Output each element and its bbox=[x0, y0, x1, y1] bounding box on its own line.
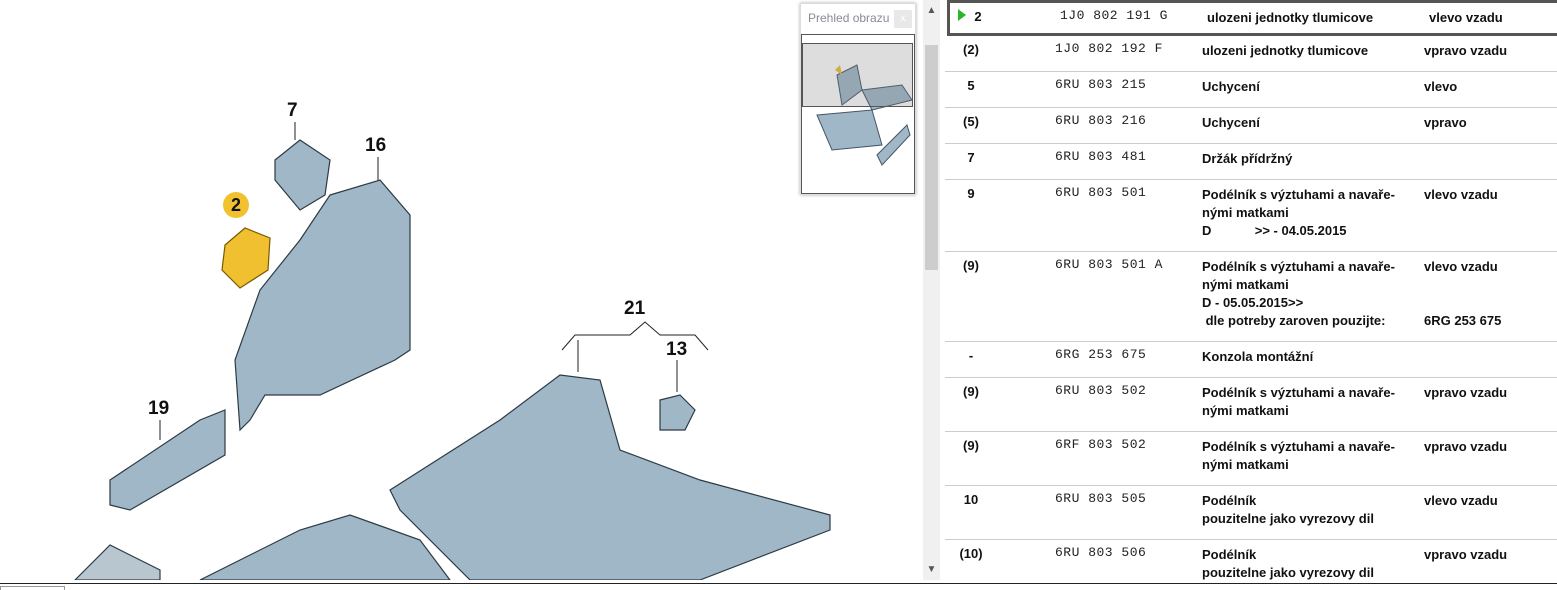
cell-desc: ulozeni jednotky tlumicove bbox=[1207, 10, 1374, 25]
cell-pos: 2 bbox=[974, 9, 982, 24]
exploded-view-drawing bbox=[74, 122, 831, 580]
cell-pn: 1J0 802 192 F bbox=[1055, 41, 1163, 56]
cell-pn: 6RU 803 481 bbox=[1055, 149, 1147, 164]
cell-note: vlevo vzadu bbox=[1424, 187, 1498, 202]
overview-viewport[interactable] bbox=[802, 43, 913, 107]
cell-pn: 6RU 803 506 bbox=[1055, 545, 1147, 560]
cell-pos: 10 bbox=[963, 492, 979, 507]
cell-pos: (9) bbox=[963, 384, 979, 399]
cell-pn: 6RU 803 215 bbox=[1055, 77, 1147, 92]
cell-pos: (9) bbox=[963, 438, 979, 453]
table-row[interactable]: 7 6RU 803 481 Držák přídržný bbox=[945, 144, 1557, 180]
cell-pn: 6RU 803 505 bbox=[1055, 491, 1147, 506]
cell-desc: Držák přídržný bbox=[1202, 151, 1293, 166]
cell-pn: 6RU 803 501 A bbox=[1055, 257, 1163, 272]
table-row[interactable]: (9) 6RF 803 502 Podélník s výztuhami a nav… bbox=[945, 432, 1557, 486]
table-row[interactable]: (9) 6RU 803 502 Podélník s výztuhami a nav… bbox=[945, 378, 1557, 432]
cell-note: vlevo vzadu bbox=[1424, 493, 1498, 508]
cell-desc: Podélník s výztuhami a navaře- nými matk… bbox=[1202, 187, 1395, 238]
cell-pos: - bbox=[968, 348, 974, 363]
overview-thumbnail[interactable] bbox=[801, 34, 915, 194]
table-row[interactable]: (9) 6RU 803 501 A Podélník s výztuhami a n… bbox=[945, 252, 1557, 342]
cell-desc: Podélník s výztuhami a navaře- nými matk… bbox=[1202, 439, 1395, 472]
cell-desc: Konzola montážní bbox=[1202, 349, 1314, 364]
cell-desc: Podélník s výztuhami a navaře- nými matk… bbox=[1202, 385, 1395, 418]
table-row[interactable]: (5) 6RU 803 216 Uchycení vpravo bbox=[945, 108, 1557, 144]
parts-diagram[interactable]: 7 16 2 19 21 13 bbox=[0, 0, 922, 580]
cell-pn: 6RG 253 675 bbox=[1055, 347, 1147, 362]
table-row-selected[interactable]: 2 1J0 802 191 G ulozeni jednotky tlumicove… bbox=[947, 0, 1557, 36]
parts-table: 2 1J0 802 191 G ulozeni jednotky tlumicove… bbox=[945, 0, 1557, 583]
cell-desc: Podélník pouzitelne jako vyrezovy dil bbox=[1202, 547, 1374, 580]
callout-2-selected[interactable]: 2 bbox=[223, 192, 249, 218]
divider bbox=[0, 583, 1557, 584]
cell-note: vpravo vzadu bbox=[1424, 439, 1508, 454]
table-row[interactable]: - 6RG 253 675 Konzola montážní bbox=[945, 342, 1557, 378]
cell-pos: (5) bbox=[963, 114, 979, 129]
callout-7[interactable]: 7 bbox=[287, 100, 298, 121]
cell-pos: (2) bbox=[963, 42, 979, 57]
cell-pn: 6RU 803 216 bbox=[1055, 113, 1147, 128]
cell-desc: Uchycení bbox=[1202, 115, 1260, 130]
part-pad bbox=[74, 544, 161, 580]
callout-19[interactable]: 19 bbox=[148, 398, 170, 419]
vertical-scrollbar[interactable]: ▲ ▼ bbox=[923, 0, 940, 580]
cell-pn: 6RF 803 502 bbox=[1055, 437, 1147, 452]
scrollbar-thumb[interactable] bbox=[925, 45, 938, 270]
part-2 bbox=[221, 227, 271, 289]
cell-pos: (10) bbox=[959, 546, 983, 561]
cell-note: vpravo bbox=[1424, 115, 1467, 130]
callout-16[interactable]: 16 bbox=[365, 135, 387, 156]
cell-pos: 5 bbox=[967, 78, 975, 93]
table-row[interactable]: 9 6RU 803 501 Podélník s výztuhami a navař… bbox=[945, 180, 1557, 252]
cell-note: vlevo vzadu bbox=[1429, 10, 1503, 25]
part-16 bbox=[234, 179, 411, 432]
part-7 bbox=[274, 139, 331, 211]
horizontal-scrollbar[interactable] bbox=[0, 586, 65, 590]
part-13 bbox=[659, 394, 696, 431]
table-row[interactable]: (2) 1J0 802 192 F ulozeni jednotky tlumico… bbox=[945, 36, 1557, 72]
part-19 bbox=[109, 409, 226, 511]
callout-13[interactable]: 13 bbox=[666, 339, 688, 360]
cell-note: vpravo vzadu bbox=[1424, 43, 1508, 58]
cell-pos: 7 bbox=[967, 150, 975, 165]
callout-21[interactable]: 21 bbox=[624, 298, 646, 319]
overview-close-button[interactable]: x bbox=[894, 10, 912, 28]
table-row[interactable]: (10) 6RU 803 506 Podélník pouzitelne jako … bbox=[945, 540, 1557, 583]
table-row[interactable]: 10 6RU 803 505 Podélník pouzitelne jako vy… bbox=[945, 486, 1557, 540]
scroll-down-icon[interactable]: ▼ bbox=[926, 564, 937, 575]
cell-pn: 6RU 803 502 bbox=[1055, 383, 1147, 398]
image-overview-panel[interactable]: Prehled obrazu x bbox=[800, 3, 916, 195]
cell-desc: ulozeni jednotky tlumicove bbox=[1202, 43, 1369, 58]
cell-pos: 9 bbox=[967, 186, 975, 201]
cell-pn: 6RU 803 501 bbox=[1055, 185, 1147, 200]
cell-desc: Podélník pouzitelne jako vyrezovy dil bbox=[1202, 493, 1374, 526]
cell-note: vpravo vzadu bbox=[1424, 385, 1508, 400]
cell-pos: (9) bbox=[963, 258, 979, 273]
table-row[interactable]: 5 6RU 803 215 Uchycení vlevo bbox=[945, 72, 1557, 108]
part-floor-left bbox=[199, 514, 451, 580]
cell-note: vlevo bbox=[1424, 79, 1458, 94]
scroll-up-icon[interactable]: ▲ bbox=[926, 5, 937, 16]
cell-desc: Uchycení bbox=[1202, 79, 1260, 94]
cell-desc: Podélník s výztuhami a navaře- nými matk… bbox=[1202, 259, 1395, 328]
cell-note: vlevo vzadu 6RG 253 675 bbox=[1424, 259, 1502, 328]
overview-title: Prehled obrazu bbox=[808, 11, 890, 25]
cell-note: vpravo vzadu bbox=[1424, 547, 1508, 562]
cell-pn: 1J0 802 191 G bbox=[1060, 8, 1168, 23]
selected-row-arrow-icon bbox=[958, 9, 966, 21]
part-21 bbox=[389, 374, 831, 580]
